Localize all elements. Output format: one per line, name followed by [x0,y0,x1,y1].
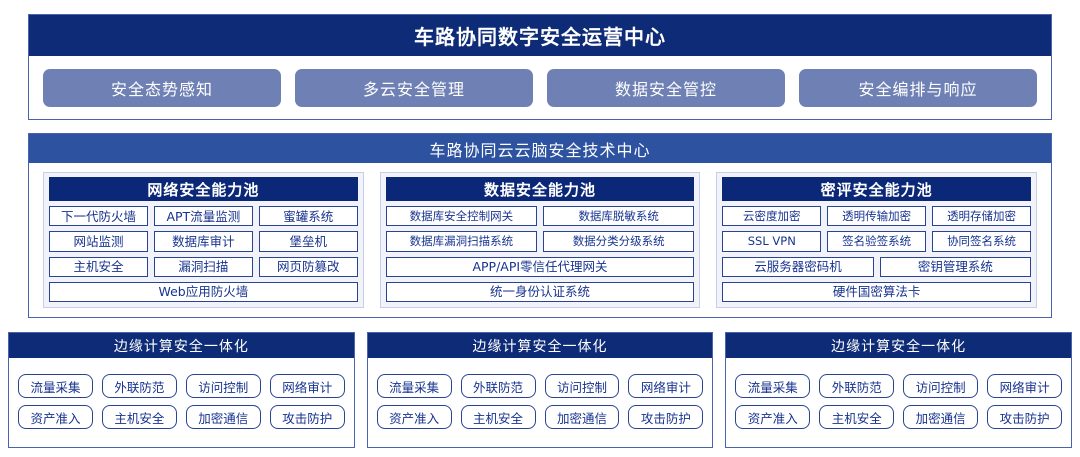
pool-crypto-evaluation-security: 密评安全能力池 云密度加密 透明传输加密 透明存储加密 SSL VPN 签名验签… [716,172,1038,308]
edge-computing-panel-3-items: 流量采集 外联防范 访问控制 网络审计 资产准入 主机安全 加密通信 攻击防护 [726,358,1071,447]
pool-row: 云服务器密码机 密钥管理系统 [722,256,1032,277]
pool-row: Web应用防火墙 [49,281,358,302]
pool-cell-unified-identity-authentication-system[interactable]: 统一身份认证系统 [385,281,695,302]
edge-cell-network-audit[interactable]: 网络审计 [628,374,704,398]
pool-cell-database-audit[interactable]: 数据库审计 [153,231,253,252]
edge-computing-panel-2-items: 流量采集 外联防范 访问控制 网络审计 资产准入 主机安全 加密通信 攻击防护 [368,358,713,447]
pool-row: SSL VPN 签名验签系统 协同签名系统 [722,231,1032,252]
edge-row: 资产准入 主机安全 加密通信 攻击防护 [18,405,345,429]
edge-computing-panel-2: 边缘计算安全一体化 流量采集 外联防范 访问控制 网络审计 资产准入 主机安全 … [366,332,714,448]
edge-computing-panels-row: 边缘计算安全一体化 流量采集 外联防范 访问控制 网络审计 资产准入 主机安全 … [8,332,1073,448]
pool-row: 数据库漏洞扫描系统 数据分类分级系统 [385,231,695,252]
edge-cell-host-security[interactable]: 主机安全 [819,405,895,429]
edge-cell-traffic-collection[interactable]: 流量采集 [18,374,93,398]
edge-cell-traffic-collection[interactable]: 流量采集 [735,374,811,398]
pool-cell-vulnerability-scanning[interactable]: 漏洞扫描 [153,256,253,277]
pool-row: 下一代防火墙 APT流量监测 蜜罐系统 [49,206,358,227]
edge-computing-panel-2-title: 边缘计算安全一体化 [367,333,713,358]
cloud-brain-tech-center-title: 车路协同云云脑安全技术中心 [29,134,1051,163]
pool-cell-honeypot-system[interactable]: 蜜罐系统 [258,206,358,227]
edge-computing-panel-3: 边缘计算安全一体化 流量采集 外联防范 访问控制 网络审计 资产准入 主机安全 … [725,332,1073,448]
pool-cell-hardware-sm-algorithm-card[interactable]: 硬件国密算法卡 [722,281,1032,302]
pool-network-security: 网络安全能力池 下一代防火墙 APT流量监测 蜜罐系统 网站监测 数据库审计 堡… [43,172,364,308]
pool-cell-app-api-zero-trust-proxy-gateway[interactable]: APP/API零信任代理网关 [385,256,695,277]
capability-data-security-control[interactable]: 数据安全管控 [547,68,785,107]
operations-center-title: 车路协同数字安全运营中心 [29,15,1051,56]
edge-computing-panel-3-title: 边缘计算安全一体化 [726,333,1072,358]
edge-row: 流量采集 外联防范 访问控制 网络审计 [735,374,1063,398]
edge-cell-access-control[interactable]: 访问控制 [903,374,979,398]
pool-row: 主机安全 漏洞扫描 网页防篡改 [49,256,358,277]
pool-cell-web-application-firewall[interactable]: Web应用防火墙 [49,281,358,302]
edge-cell-attack-protection[interactable]: 攻击防护 [269,405,345,429]
pool-cell-database-masking-system[interactable]: 数据库脱敏系统 [543,206,695,227]
pool-cell-database-vulnerability-scanning-system[interactable]: 数据库漏洞扫描系统 [385,231,538,252]
capability-orchestration-response[interactable]: 安全编排与响应 [799,68,1037,107]
edge-cell-external-connection-prevention[interactable]: 外联防范 [460,374,536,398]
edge-computing-panel-1-items: 流量采集 外联防范 访问控制 网络审计 资产准入 主机安全 加密通信 攻击防护 [9,358,354,447]
pool-row: 云密度加密 透明传输加密 透明存储加密 [722,206,1032,227]
pool-network-security-title: 网络安全能力池 [49,177,358,201]
pool-cell-ssl-vpn[interactable]: SSL VPN [722,231,822,252]
edge-cell-asset-admission[interactable]: 资产准入 [735,405,811,429]
pool-cell-transparent-storage-encryption[interactable]: 透明存储加密 [932,206,1032,227]
pool-row: 网站监测 数据库审计 堡垒机 [49,231,358,252]
pool-cell-host-security[interactable]: 主机安全 [49,256,148,277]
cloud-brain-tech-center-panel: 车路协同云云脑安全技术中心 网络安全能力池 下一代防火墙 APT流量监测 蜜罐系… [28,133,1052,318]
edge-cell-network-audit[interactable]: 网络审计 [987,374,1063,398]
edge-cell-attack-protection[interactable]: 攻击防护 [628,405,704,429]
pool-cell-cloud-server-cryptographic-machine[interactable]: 云服务器密码机 [722,256,874,277]
pool-network-security-items: 下一代防火墙 APT流量监测 蜜罐系统 网站监测 数据库审计 堡垒机 主机安全 … [44,201,363,307]
edge-cell-network-audit[interactable]: 网络审计 [269,374,345,398]
edge-cell-attack-protection[interactable]: 攻击防护 [987,405,1063,429]
pool-row: 统一身份认证系统 [385,281,695,302]
edge-computing-panel-1: 边缘计算安全一体化 流量采集 外联防范 访问控制 网络审计 资产准入 主机安全 … [8,332,355,448]
edge-cell-host-security[interactable]: 主机安全 [460,405,536,429]
pool-row: 硬件国密算法卡 [722,281,1032,302]
pool-data-security-items: 数据库安全控制网关 数据库脱敏系统 数据库漏洞扫描系统 数据分类分级系统 APP… [381,201,700,307]
pool-cell-apt-traffic-monitoring[interactable]: APT流量监测 [153,206,253,227]
edge-row: 资产准入 主机安全 加密通信 攻击防护 [376,405,704,429]
edge-cell-encrypted-communication[interactable]: 加密通信 [185,405,261,429]
pool-cell-key-management-system[interactable]: 密钥管理系统 [879,256,1032,277]
edge-cell-asset-admission[interactable]: 资产准入 [376,405,452,429]
edge-row: 流量采集 外联防范 访问控制 网络审计 [376,374,704,398]
operations-center-capability-row: 安全态势感知 多云安全管理 数据安全管控 安全编排与响应 [29,56,1051,119]
edge-row: 流量采集 外联防范 访问控制 网络审计 [18,374,345,398]
pool-row: 数据库安全控制网关 数据库脱敏系统 [385,206,695,227]
pool-cell-website-monitoring[interactable]: 网站监测 [49,231,148,252]
pool-cell-bastion-host[interactable]: 堡垒机 [258,231,358,252]
operations-center-panel: 车路协同数字安全运营中心 安全态势感知 多云安全管理 数据安全管控 安全编排与响… [28,14,1052,120]
edge-computing-panel-1-title: 边缘计算安全一体化 [9,333,354,358]
edge-cell-asset-admission[interactable]: 资产准入 [18,405,93,429]
pool-cell-data-classification-grading-system[interactable]: 数据分类分级系统 [543,231,695,252]
pool-cell-webpage-tamper-protection[interactable]: 网页防篡改 [258,256,358,277]
edge-cell-host-security[interactable]: 主机安全 [101,405,177,429]
capability-situational-awareness[interactable]: 安全态势感知 [43,68,281,107]
pool-cell-transparent-transmission-encryption[interactable]: 透明传输加密 [827,206,927,227]
capability-multicloud-security[interactable]: 多云安全管理 [295,68,533,107]
pool-cell-collaborative-signature-system[interactable]: 协同签名系统 [932,231,1032,252]
edge-cell-encrypted-communication[interactable]: 加密通信 [544,405,620,429]
edge-cell-access-control[interactable]: 访问控制 [185,374,261,398]
pool-cell-signature-verification-system[interactable]: 签名验签系统 [827,231,927,252]
capability-pools-row: 网络安全能力池 下一代防火墙 APT流量监测 蜜罐系统 网站监测 数据库审计 堡… [29,163,1051,317]
pool-data-security: 数据安全能力池 数据库安全控制网关 数据库脱敏系统 数据库漏洞扫描系统 数据分类… [379,172,701,308]
pool-crypto-evaluation-security-items: 云密度加密 透明传输加密 透明存储加密 SSL VPN 签名验签系统 协同签名系… [717,201,1036,307]
pool-cell-cloud-density-encryption[interactable]: 云密度加密 [722,206,822,227]
edge-cell-external-connection-prevention[interactable]: 外联防范 [819,374,895,398]
edge-cell-encrypted-communication[interactable]: 加密通信 [903,405,979,429]
pool-cell-database-security-control-gateway[interactable]: 数据库安全控制网关 [385,206,538,227]
edge-cell-external-connection-prevention[interactable]: 外联防范 [101,374,177,398]
edge-cell-traffic-collection[interactable]: 流量采集 [376,374,452,398]
pool-cell-next-gen-firewall[interactable]: 下一代防火墙 [49,206,148,227]
edge-cell-access-control[interactable]: 访问控制 [544,374,620,398]
edge-row: 资产准入 主机安全 加密通信 攻击防护 [735,405,1063,429]
pool-data-security-title: 数据安全能力池 [385,177,695,201]
pool-row: APP/API零信任代理网关 [385,256,695,277]
pool-crypto-evaluation-security-title: 密评安全能力池 [722,177,1032,201]
